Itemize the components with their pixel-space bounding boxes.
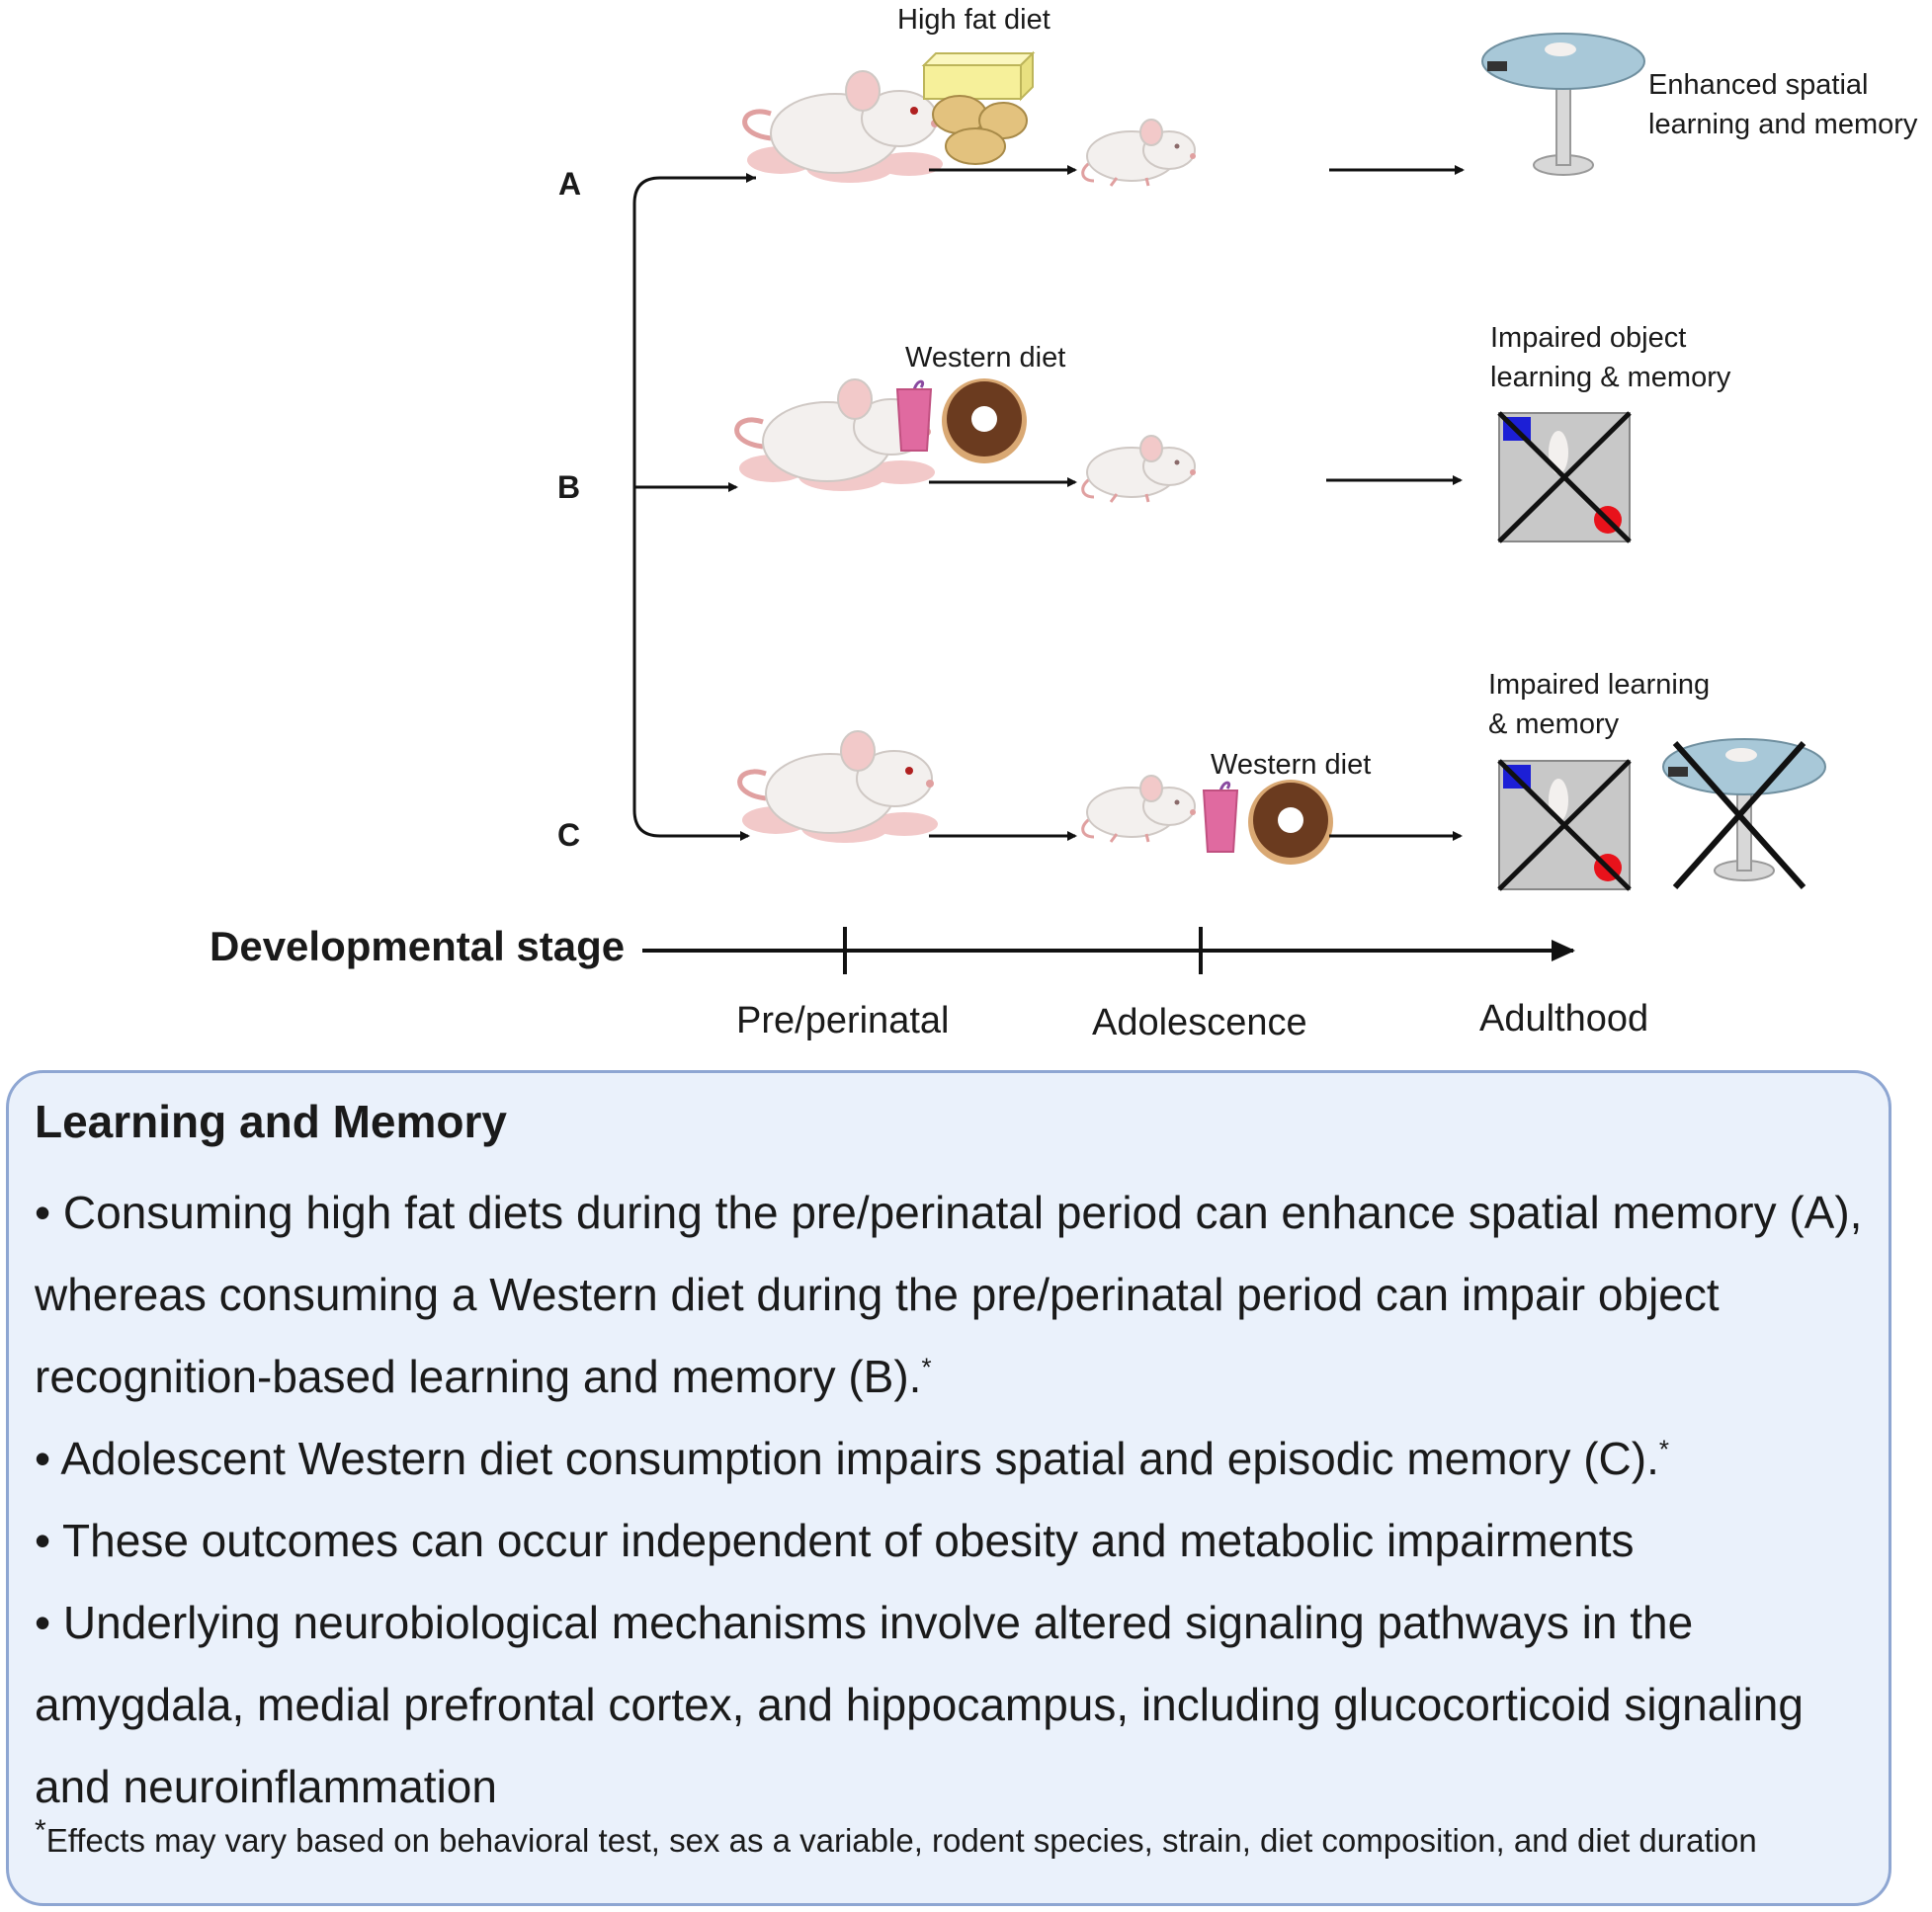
summary-bullet-1: • Consuming high fat diets during the pr… xyxy=(35,1172,1873,1418)
outcome-b-line-1: Impaired object xyxy=(1490,322,1687,354)
barnes-maze-a xyxy=(1481,33,1645,176)
diet-learning-memory-diagram xyxy=(632,33,1826,974)
asterisk-1: * xyxy=(921,1352,932,1382)
young-mouse-c xyxy=(1081,774,1198,844)
mother-mouse-c xyxy=(740,731,938,843)
summary-bullet-4: • Underlying neurobiological mechanisms … xyxy=(35,1597,1804,1812)
outcome-a-line-1: Enhanced spatial xyxy=(1648,69,1869,101)
young-mouse-a xyxy=(1081,118,1198,188)
diet-label-c: Western diet xyxy=(1211,749,1372,781)
row-label-b: B xyxy=(557,469,581,505)
diet-label-b: Western diet xyxy=(905,342,1066,374)
mother-mouse-a xyxy=(745,71,943,183)
outcome-c-line-2: & memory xyxy=(1488,708,1620,740)
outcome-b-line-2: learning & memory xyxy=(1490,362,1731,393)
row-label-c: C xyxy=(557,817,581,853)
outcome-a-line-2: learning and memory xyxy=(1648,109,1918,140)
western-food-b xyxy=(895,376,1029,465)
western-food-c xyxy=(1202,778,1335,867)
stage-pre-perinatal: Pre/perinatal xyxy=(736,1000,950,1041)
summary-bullet-3: • These outcomes can occur independent o… xyxy=(35,1515,1635,1566)
outcome-c-line-1: Impaired learning xyxy=(1488,669,1711,701)
timeline-title: Developmental stage xyxy=(210,923,626,969)
branch-connector xyxy=(632,176,756,841)
stage-adulthood: Adulthood xyxy=(1479,998,1649,1039)
object-box-b xyxy=(1499,413,1630,541)
footnote-asterisk: * xyxy=(35,1814,46,1847)
row-label-a: A xyxy=(558,166,582,202)
footnote-text: Effects may vary based on behavioral tes… xyxy=(45,1822,1757,1859)
asterisk-2: * xyxy=(1658,1434,1669,1464)
object-box-c xyxy=(1499,761,1630,889)
summary-box: Learning and Memory • Consuming high fat… xyxy=(6,1070,1891,1906)
summary-title: Learning and Memory xyxy=(35,1096,507,1147)
summary-bullet-1-text: • Consuming high fat diets during the pr… xyxy=(35,1187,1863,1402)
summary-bullet-2-text: • Adolescent Western diet consumption im… xyxy=(35,1433,1659,1484)
stage-adolescence: Adolescence xyxy=(1092,1002,1307,1043)
diet-label-a: High fat diet xyxy=(897,4,1050,36)
summary-bullet-2: • Adolescent Western diet consumption im… xyxy=(35,1418,1873,1500)
young-mouse-b xyxy=(1081,434,1198,504)
barnes-maze-crossed-c xyxy=(1662,738,1826,889)
high-fat-food xyxy=(923,52,1034,165)
footnote: *Effects may vary based on behavioral te… xyxy=(35,1816,1757,1860)
